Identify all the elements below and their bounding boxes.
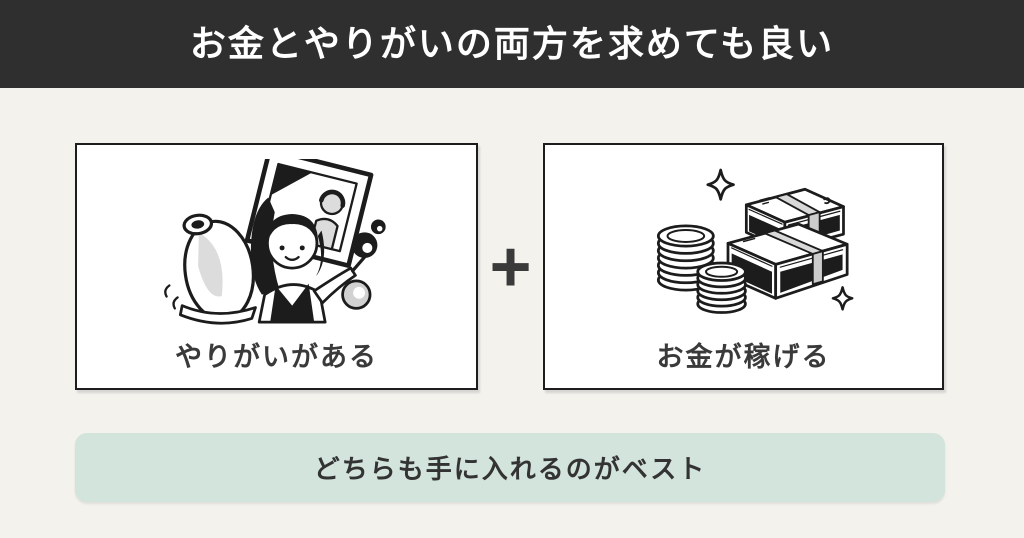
page-title: お金とやりがいの両方を求めても良い: [189, 23, 835, 64]
vase-icon: [182, 213, 255, 322]
card-money: お金が稼げる: [543, 143, 944, 390]
card-fulfillment-label: やりがいがある: [175, 342, 378, 372]
motion-lines: [164, 284, 179, 310]
banknote-bundle-bottom: [726, 222, 849, 300]
sparkle-icon: [706, 168, 735, 201]
coin-stack-large: [656, 224, 715, 292]
coin-stack-small: [696, 261, 747, 314]
card-money-label: お金が稼げる: [656, 342, 831, 372]
conclusion-banner: どちらも手に入れるのがベスト: [75, 433, 945, 502]
sparkle-icon: [831, 286, 854, 311]
arm-around-vase: [178, 304, 257, 325]
conclusion-text: どちらも手に入れるのがベスト: [313, 454, 707, 484]
woman-figure: [250, 197, 367, 324]
clay-swirls: [341, 219, 386, 310]
money-illustration: [656, 168, 854, 314]
plus-icon: +: [489, 226, 532, 307]
header-banner: お金とやりがいの両方を求めても良い: [0, 0, 1024, 88]
fulfillment-illustration: [164, 159, 386, 325]
card-fulfillment: やりがいがある: [75, 143, 478, 390]
plus-operator: +: [478, 143, 543, 390]
